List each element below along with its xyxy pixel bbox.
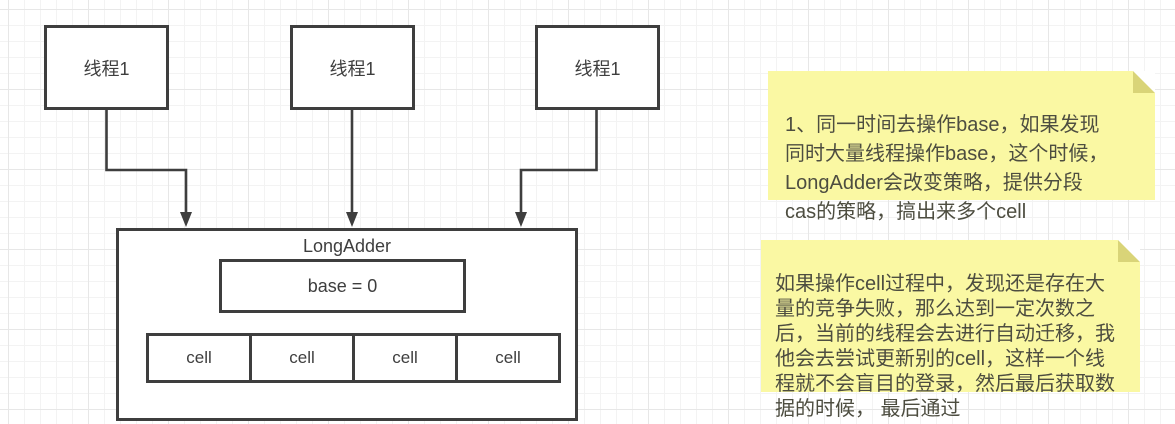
cell-box-2-label: cell bbox=[289, 348, 315, 367]
sticky-note-base-strategy-text: 1、同一时间去操作base，如果发现 同时大量线程操作base，这个时候， Lo… bbox=[785, 114, 1109, 223]
cell-row: cell cell cell cell bbox=[146, 333, 561, 383]
base-box-label: base = 0 bbox=[307, 275, 378, 296]
thread-box-1[interactable]: 线程1 bbox=[44, 25, 169, 110]
cell-box-3-label: cell bbox=[392, 348, 418, 367]
thread-box-3-label: 线程1 bbox=[574, 58, 621, 79]
cell-box-4[interactable]: cell bbox=[455, 333, 561, 383]
thread-box-3[interactable]: 线程1 bbox=[535, 25, 660, 110]
arrowhead-thread3 bbox=[515, 212, 527, 227]
base-box[interactable]: base = 0 bbox=[219, 259, 466, 313]
longadder-title: LongAdder bbox=[302, 236, 392, 256]
cell-box-3[interactable]: cell bbox=[352, 333, 458, 383]
cell-box-1[interactable]: cell bbox=[146, 333, 252, 383]
longadder-box[interactable]: LongAdder base = 0 cell cell cell cell bbox=[116, 228, 578, 421]
arrowhead-thread1 bbox=[180, 212, 192, 227]
cell-box-4-label: cell bbox=[495, 348, 521, 367]
sticky-note-base-strategy[interactable]: 1、同一时间去操作base，如果发现 同时大量线程操作base，这个时候， Lo… bbox=[768, 71, 1155, 223]
thread-box-2[interactable]: 线程1 bbox=[290, 25, 415, 110]
thread-box-2-label: 线程1 bbox=[329, 58, 376, 79]
arrowhead-thread2 bbox=[346, 212, 358, 227]
cell-box-2[interactable]: cell bbox=[249, 333, 355, 383]
thread-box-1-label: 线程1 bbox=[83, 58, 130, 79]
cell-box-1-label: cell bbox=[186, 348, 212, 367]
connector-thread1-to-longadder[interactable] bbox=[105, 110, 188, 213]
sticky-note-cell-migration-text: 如果操作cell过程中，发现还是存在大 量的竞争失败，那么达到一定次数之 后，当… bbox=[775, 273, 1115, 420]
sticky-note-cell-migration[interactable]: 如果操作cell过程中，发现还是存在大 量的竞争失败，那么达到一定次数之 后，当… bbox=[761, 240, 1140, 420]
connector-thread3-to-longadder[interactable] bbox=[519, 110, 598, 213]
